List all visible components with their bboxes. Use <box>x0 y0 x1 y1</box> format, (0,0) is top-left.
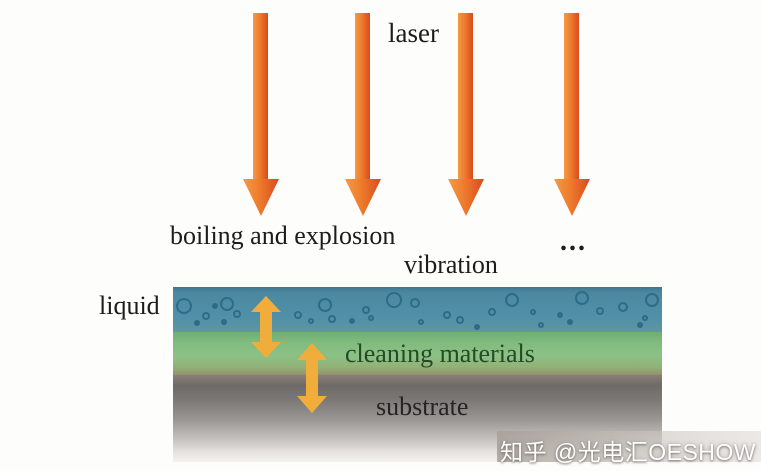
laser-arrow-head <box>448 179 484 216</box>
watermark-band <box>497 431 761 462</box>
laser-arrow-shaft <box>564 13 579 181</box>
impulse-double-arrow-icon <box>251 296 281 358</box>
boiling-and-explosion-label: boiling and explosion <box>170 221 396 250</box>
laser-arrow-head <box>243 179 279 216</box>
vibration-label: vibration <box>404 250 498 279</box>
laser-label: laser <box>388 18 439 48</box>
cleaning-materials-label: cleaning materials <box>345 339 535 368</box>
laser-arrow-shaft <box>253 13 268 181</box>
cleaning-materials-layer <box>173 332 662 375</box>
laser-beam-arrow-icon <box>553 13 591 216</box>
liquid-layer <box>173 287 662 332</box>
more-mechanisms-ellipsis: ... <box>560 226 587 257</box>
liquid-label: liquid <box>99 291 160 320</box>
laser-arrow-shaft <box>355 13 370 181</box>
double-arrow-svg <box>251 296 281 358</box>
watermark-text: 知乎 @光电汇OESHOW <box>499 439 756 465</box>
laser-arrow-head <box>345 179 381 216</box>
substrate-label: substrate <box>376 392 469 421</box>
laser-arrow-head <box>554 179 590 216</box>
laser-beam-arrow-icon <box>447 13 485 216</box>
laser-arrow-shaft <box>458 13 473 181</box>
laser-beam-arrow-icon <box>344 13 382 216</box>
impulse-double-arrow-icon <box>297 343 327 413</box>
double-arrow-svg <box>297 343 327 413</box>
laser-beam-arrow-icon <box>242 13 280 216</box>
